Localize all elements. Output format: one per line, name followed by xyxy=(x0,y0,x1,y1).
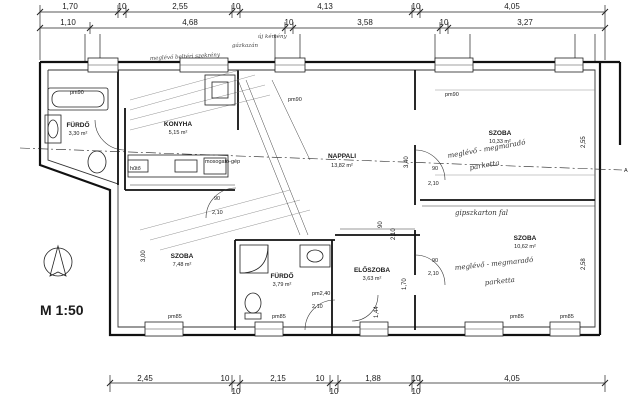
room-area-szoba-3: 7,48 m² xyxy=(173,262,192,268)
windows xyxy=(87,57,584,337)
note-meglevo-szekreny: meglévő beltéri szekrény xyxy=(150,51,221,62)
outer-walls xyxy=(38,60,622,337)
vdim-210: 2,10 xyxy=(391,228,397,240)
room-area-eloszoba: 3,63 m² xyxy=(363,276,382,282)
room-name-szoba-2: SZOBA xyxy=(514,235,537,242)
vdim-170: 1,70 xyxy=(402,278,408,290)
dim-bottom-2-1: 10 xyxy=(330,387,339,396)
dim-bottom-1-1: 10 xyxy=(221,374,230,383)
dim-top-2-4: 10 xyxy=(440,18,449,27)
dim-bottom-2-2: 10 xyxy=(412,387,421,396)
dim-bottom-1-4: 1,88 xyxy=(365,374,381,383)
room-area-konyha: 5,15 m² xyxy=(169,130,188,136)
dimension-ticks-top xyxy=(36,8,609,32)
door-width-3: 90 xyxy=(432,258,438,264)
door-height-4: 2,10 xyxy=(312,304,323,310)
note-parketta-1a: meglévő - megmaradó xyxy=(447,137,526,160)
note-uj-kemeny: új kémény xyxy=(258,33,288,40)
label-pm90-c: pm90 xyxy=(445,92,459,98)
dim-bottom-1-5: 10 xyxy=(412,374,421,383)
label-pm85-c: pm85 xyxy=(510,314,524,320)
note-gipszkarton: gipszkarton fal xyxy=(455,209,508,217)
hatched-zone xyxy=(129,69,595,251)
dim-bottom-1-0: 2,45 xyxy=(137,374,153,383)
dimension-ticks-bottom xyxy=(106,379,609,387)
window-glass-lines xyxy=(88,64,583,330)
scale-label: M 1:50 xyxy=(40,302,84,318)
door-width-2: 90 xyxy=(432,166,438,172)
room-area-szoba-2: 10,62 m² xyxy=(514,244,536,250)
room-name-furdo-1: FÜRDŐ xyxy=(66,120,89,129)
diagonal-kitchen-hatch xyxy=(237,79,311,236)
room-name-furdo-2: FÜRDŐ xyxy=(270,271,293,280)
room-name-szoba-1: SZOBA xyxy=(489,130,512,137)
bathtub xyxy=(47,87,109,111)
dim-bottom-1-6: 4,05 xyxy=(504,374,520,383)
room-name-nappali: NAPPALI xyxy=(328,153,356,160)
room-name-szoba-3: SZOBA xyxy=(171,253,194,260)
dim-top-1-3: 10 xyxy=(232,2,241,11)
room-area-szoba-1: 10,33 m² xyxy=(489,139,511,145)
room-area-furdo-1: 3,30 m² xyxy=(69,131,88,137)
label-mosogatogep: mosogató-gép xyxy=(205,159,240,165)
interior-walls-thin xyxy=(130,184,595,230)
dimension-lines-bottom xyxy=(109,375,606,392)
dim-bottom-1-3: 10 xyxy=(316,374,325,383)
room-area-nappali: 13,82 m² xyxy=(331,163,353,169)
room-area-furdo-2: 3,79 m² xyxy=(273,282,292,288)
dim-bottom-2-0: 10 xyxy=(232,387,241,396)
washbasin xyxy=(44,114,62,144)
toilet xyxy=(87,150,107,174)
vdim-258: 2,58 xyxy=(581,258,587,270)
door-width-1: 90 xyxy=(214,196,220,202)
door-height-3: 2,10 xyxy=(428,271,439,277)
section-marker: A xyxy=(624,168,628,174)
dim-top-2-5: 3,27 xyxy=(517,18,533,27)
label-pm85-d: pm85 xyxy=(560,314,574,320)
shower xyxy=(239,244,269,274)
north-arrow-icon xyxy=(43,244,73,277)
vdim-255: 2,55 xyxy=(581,136,587,148)
room-name-eloszoba: ELŐSZOBA xyxy=(354,265,390,274)
section-line xyxy=(19,147,623,171)
label-pm85-a: pm85 xyxy=(168,314,182,320)
kitchen-upper xyxy=(204,74,236,106)
label-huto: hűtő xyxy=(130,166,141,172)
door-height-1: 2,10 xyxy=(212,210,223,216)
toilet-2 xyxy=(244,292,262,320)
washbasin-2 xyxy=(299,244,331,268)
dim-top-2-2: 10 xyxy=(285,18,294,27)
dim-top-1-6: 4,05 xyxy=(504,2,520,11)
dim-top-1-0: 1,70 xyxy=(62,2,78,11)
dim-bottom-1-2: 2,15 xyxy=(270,374,286,383)
dim-top-1-2: 2,55 xyxy=(172,2,188,11)
door-height-2: 2,10 xyxy=(428,181,439,187)
note-parketta-1b: parketta xyxy=(469,159,500,172)
note-gazkazan: gázkazán xyxy=(232,42,258,49)
label-pm90-b: pm90 xyxy=(288,97,302,103)
dim-top-1-5: 10 xyxy=(412,2,421,11)
dim-top-1-4: 4,13 xyxy=(317,2,333,11)
vdim-340: 3,40 xyxy=(404,156,410,168)
interior-walls xyxy=(117,70,595,335)
vdim-90: 90 xyxy=(378,221,384,228)
label-pm90-a: pm90 xyxy=(70,90,84,96)
vdim-300: 3,00 xyxy=(141,250,147,262)
dim-top-2-1: 4,68 xyxy=(182,18,198,27)
label-pm240: pm2,40 xyxy=(312,291,330,297)
vdim-144: 1,44 xyxy=(374,306,380,318)
dim-top-1-1: 10 xyxy=(118,2,127,11)
note-parketta-2a: meglévő - megmaradó xyxy=(454,255,533,272)
dim-top-2-0: 1,10 xyxy=(60,18,76,27)
dim-top-2-3: 3,58 xyxy=(357,18,373,27)
room-name-konyha: KONYHA xyxy=(164,121,192,128)
label-pm85-b: pm85 xyxy=(272,314,286,320)
kitchen-counter xyxy=(127,154,229,178)
door-swings xyxy=(94,119,446,331)
outer-walls-inner xyxy=(47,69,596,328)
note-parketta-2b: parketta xyxy=(484,276,515,287)
